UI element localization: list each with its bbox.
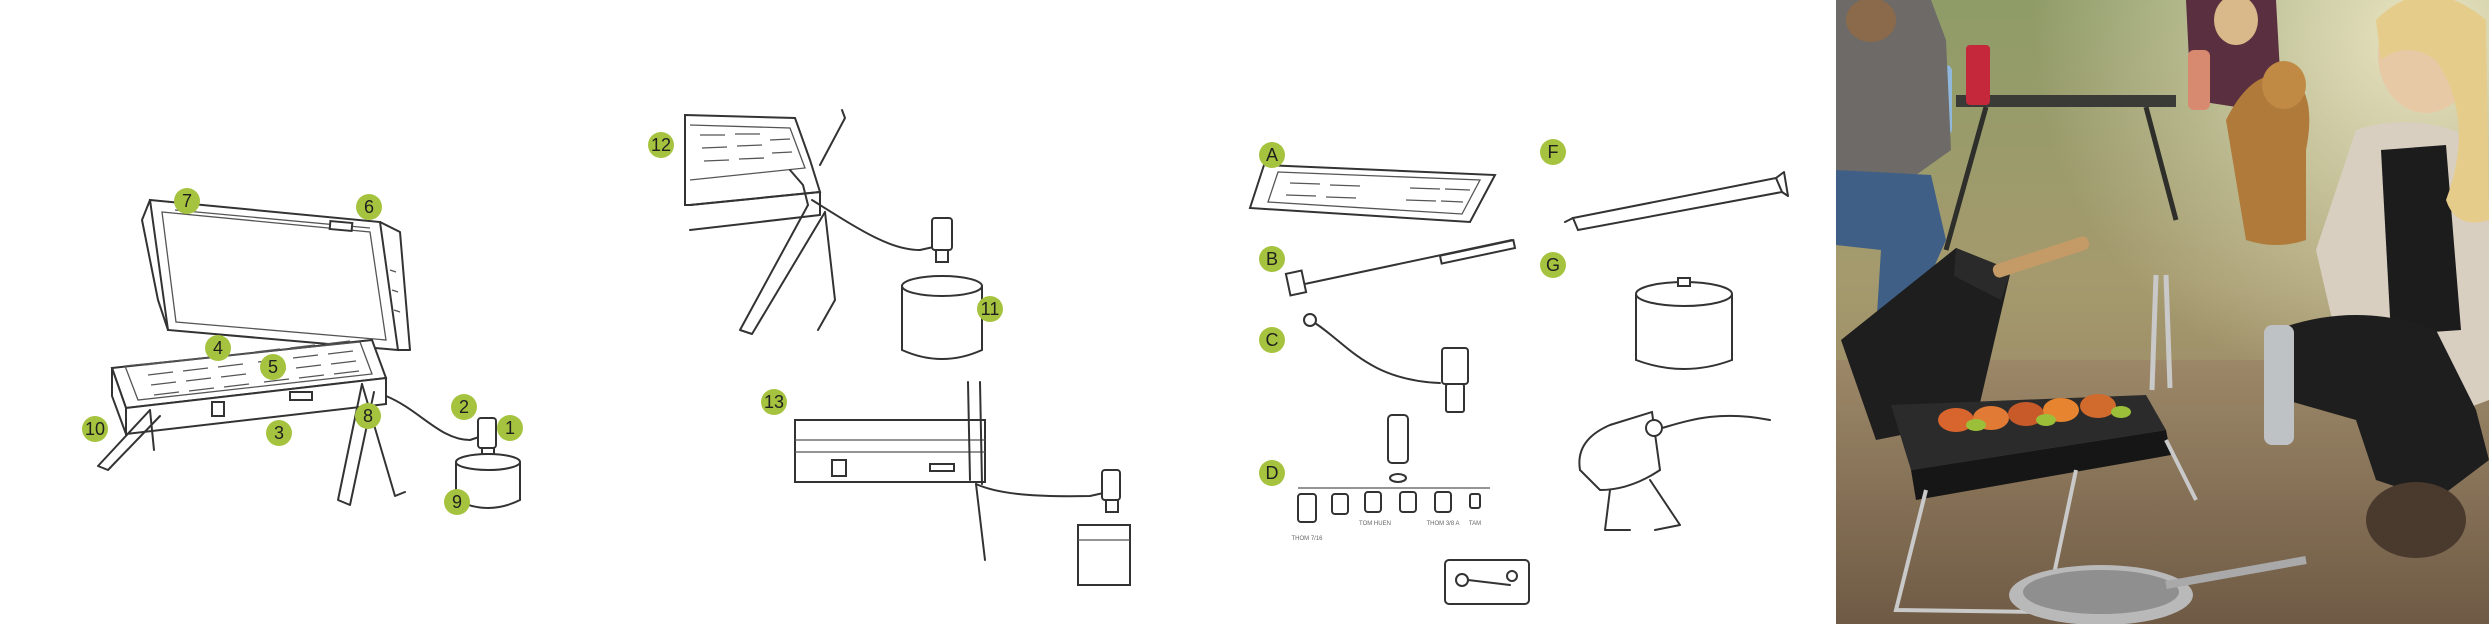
callout-9: 9: [444, 489, 470, 515]
callout-5: 5: [260, 354, 286, 380]
callout-b: B: [1259, 246, 1285, 272]
parts-diagram: THOM 7/16 TOM HUEN THOM 3/8 A TAM A B C …: [1180, 0, 1836, 624]
callout-3: 3: [266, 420, 292, 446]
part-g-canister: [1636, 278, 1732, 369]
callout-1: 1: [497, 415, 523, 441]
tumbler-icon: [2264, 325, 2294, 445]
callout-f: F: [1540, 139, 1566, 165]
callout-11: 11: [977, 296, 1003, 322]
part-g-heater: [1579, 412, 1770, 530]
grill-detail-top: [685, 110, 982, 359]
callout-10: 10: [82, 416, 108, 442]
callout-d: D: [1259, 460, 1285, 486]
part-c-hose-regulator: [1304, 314, 1468, 412]
grill-detail-bottom: [795, 382, 1130, 585]
overview-diagram: 7 6 4 5 2 8 1 10 3 9: [0, 0, 620, 624]
svg-text:8: 8: [363, 406, 373, 426]
part-d-adapters: THOM 7/16 TOM HUEN THOM 3/8 A TAM: [1291, 415, 1529, 604]
callout-4: 4: [205, 335, 231, 361]
callout-a: A: [1259, 142, 1285, 168]
grill-lid: [142, 200, 410, 350]
callout-7: 7: [174, 188, 200, 214]
overview-diagram-panel: 7 6 4 5 2 8 1 10 3 9: [0, 0, 620, 624]
svg-text:11: 11: [981, 299, 1000, 319]
svg-text:13: 13: [764, 392, 784, 412]
parts-diagram-panel: THOM 7/16 TOM HUEN THOM 3/8 A TAM A B C …: [1180, 0, 1836, 624]
callout-g: G: [1540, 252, 1566, 278]
part-b-rod: [1286, 240, 1515, 295]
detail-diagram: 12 11 13: [620, 0, 1180, 624]
svg-text:THOM 3/8 A: THOM 3/8 A: [1426, 521, 1459, 527]
svg-text:G: G: [1546, 255, 1560, 275]
svg-text:D: D: [1266, 463, 1279, 483]
svg-text:A: A: [1266, 145, 1278, 165]
svg-text:4: 4: [213, 338, 223, 358]
svg-text:1: 1: [505, 418, 515, 438]
svg-text:THOM 7/16: THOM 7/16: [1291, 536, 1323, 542]
svg-text:9: 9: [452, 492, 462, 512]
detail-diagram-panel: 12 11 13: [620, 0, 1180, 624]
red-bottle-icon: [1966, 45, 1990, 105]
svg-text:12: 12: [651, 135, 671, 155]
svg-text:TOM HUEN: TOM HUEN: [1359, 521, 1391, 527]
svg-text:10: 10: [85, 419, 105, 439]
callout-c: C: [1259, 327, 1285, 353]
svg-text:B: B: [1266, 249, 1278, 269]
svg-text:2: 2: [459, 397, 469, 417]
part-f-burner-tube: [1565, 172, 1788, 230]
svg-text:C: C: [1266, 330, 1279, 350]
part-a-grate: [1250, 165, 1495, 222]
grill-base: [112, 340, 386, 434]
svg-text:7: 7: [182, 191, 192, 211]
callout-2: 2: [451, 394, 477, 420]
lifestyle-photo: [1836, 0, 2489, 624]
svg-text:TAM: TAM: [1469, 521, 1481, 527]
svg-text:F: F: [1548, 142, 1559, 162]
callout-8: 8: [355, 403, 381, 429]
callout-12: 12: [648, 132, 674, 158]
svg-text:6: 6: [364, 197, 374, 217]
svg-text:3: 3: [274, 423, 284, 443]
svg-text:5: 5: [268, 357, 278, 377]
callout-13: 13: [761, 389, 787, 415]
lifestyle-photo-illustration: [1836, 0, 2489, 624]
callout-6: 6: [356, 194, 382, 220]
